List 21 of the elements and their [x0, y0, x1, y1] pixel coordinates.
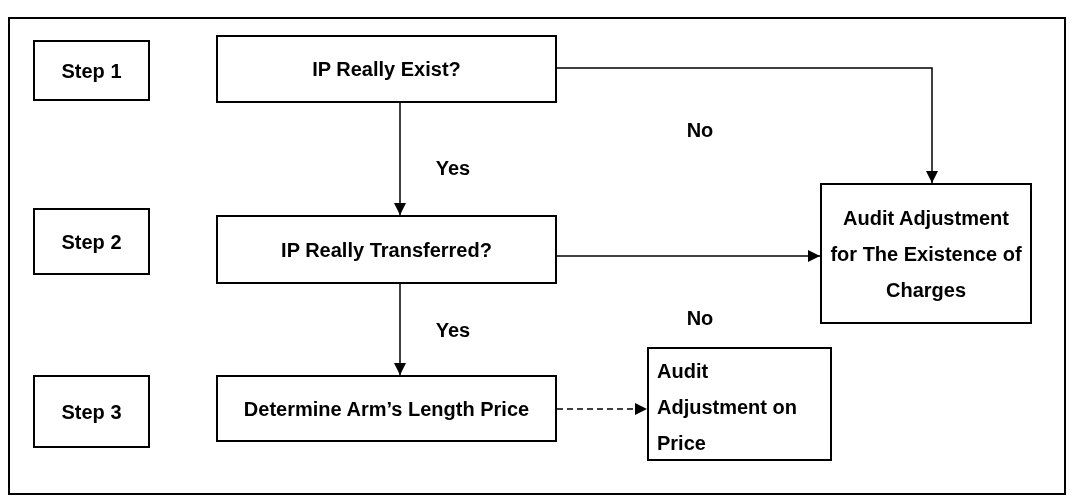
box-label: Audit Adjustment for The Existence of Charges — [830, 205, 1022, 303]
arrow — [394, 283, 406, 376]
box-label: Step 3 — [61, 399, 122, 425]
arrow — [556, 403, 648, 415]
box-label: Step 1 — [61, 58, 122, 84]
box-label: Audit Adjustment on Price — [657, 359, 798, 456]
box-label: IP Really Transferred? — [281, 237, 492, 263]
arrow — [556, 250, 821, 262]
process-box — [216, 375, 557, 442]
box-label: Determine Arm’s Length Price — [243, 396, 530, 422]
arrow — [556, 67, 938, 184]
box-label: IP Really Exist? — [312, 57, 461, 82]
process-box — [33, 40, 150, 101]
process-box — [647, 347, 832, 461]
process-box — [216, 35, 557, 103]
arrow — [394, 102, 406, 216]
process-box — [820, 183, 1032, 324]
process-box — [33, 375, 150, 448]
process-box — [33, 208, 150, 275]
box-label: Step 2 — [61, 229, 122, 255]
process-box — [216, 215, 557, 284]
